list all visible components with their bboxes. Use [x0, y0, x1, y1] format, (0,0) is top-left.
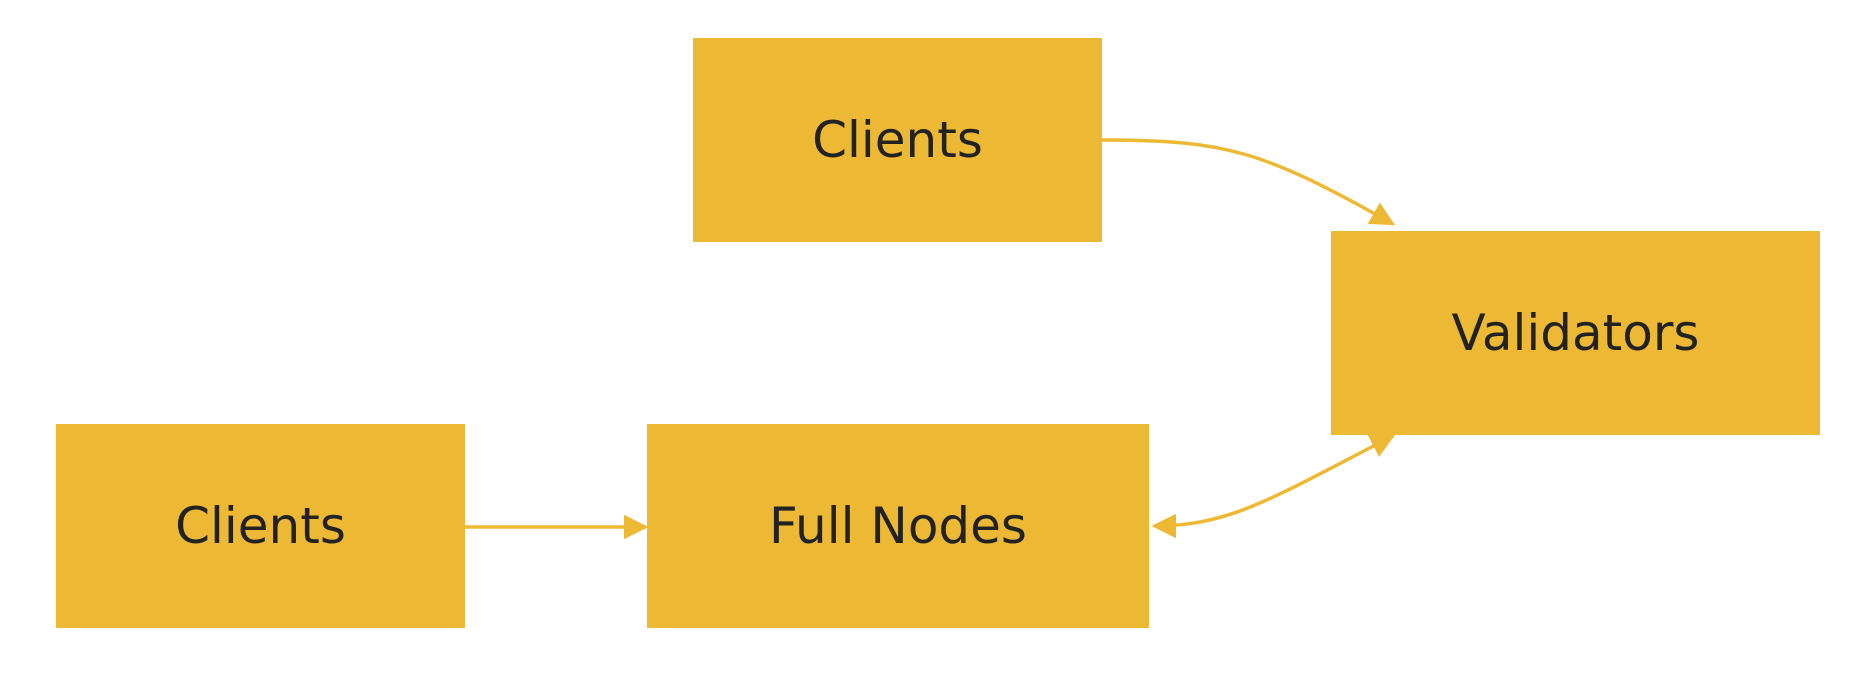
- node-box: [1331, 231, 1820, 435]
- node-label: Clients: [812, 111, 983, 169]
- node-label: Clients: [175, 497, 346, 555]
- node-full-nodes[interactable]: Full Nodes: [647, 424, 1149, 628]
- edge-full-nodes-to-validators: [1151, 434, 1396, 539]
- node-label: Full Nodes: [769, 497, 1027, 555]
- node-label: Validators: [1452, 304, 1700, 362]
- node-box: [693, 38, 1102, 242]
- edge-clients-top-to-validators: [1101, 138, 1396, 226]
- node-clients-top[interactable]: Clients: [693, 38, 1102, 242]
- node-box: [647, 424, 1149, 628]
- node-clients-left[interactable]: Clients: [56, 424, 465, 628]
- node-box: [56, 424, 465, 628]
- node-validators[interactable]: Validators: [1331, 231, 1820, 435]
